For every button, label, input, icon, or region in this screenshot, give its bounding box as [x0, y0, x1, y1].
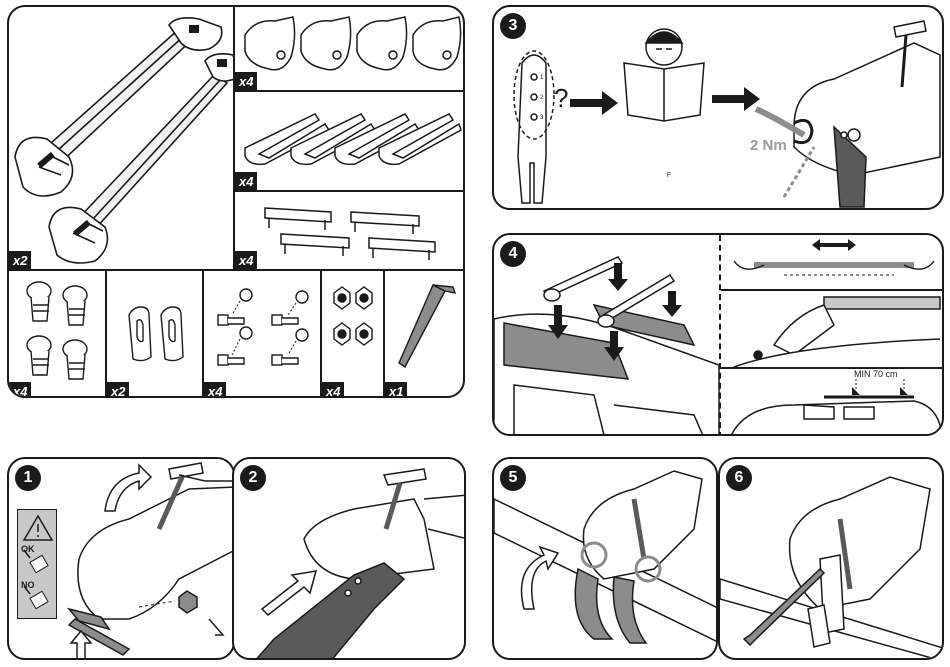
- step-2-panel: 2: [232, 457, 466, 660]
- step-1-drawing: [9, 459, 235, 660]
- qty-badge: x4: [235, 172, 257, 190]
- bolts-drawing: [9, 271, 105, 398]
- screws-cell: x4: [204, 271, 320, 398]
- step-3-drawing: ? F 123: [494, 7, 944, 210]
- covers-drawing: [107, 271, 202, 398]
- end-pads-cell: x4: [235, 7, 465, 90]
- clamps-drawing: [235, 192, 465, 269]
- roof-bars-drawing: [9, 7, 233, 269]
- qty-badge: x4: [235, 72, 257, 90]
- qty-badge: x4: [235, 251, 257, 269]
- qty-badge: x4: [204, 382, 226, 398]
- tiny-mark: F: [667, 173, 671, 179]
- nuts-drawing: [322, 271, 383, 398]
- end-pads-drawing: [235, 7, 465, 90]
- clamps-cell: x4: [235, 192, 465, 269]
- screws-drawing: [204, 271, 320, 398]
- torque-value: 2 Nm: [750, 137, 787, 154]
- covers-cell: x2: [107, 271, 202, 398]
- qty-badge: x4: [9, 382, 31, 398]
- min-distance-label: MIN 70 cm: [854, 369, 898, 379]
- question-mark: ?: [554, 83, 568, 113]
- qty-badge: x2: [107, 382, 129, 398]
- step-4-drawing: [494, 235, 944, 436]
- hex-key-drawing: [385, 271, 465, 398]
- qty-badge: x2: [9, 251, 31, 269]
- hex-key-cell: x1: [385, 271, 465, 398]
- step-1-panel: 1 OK NO: [7, 457, 235, 660]
- qty-badge: x1: [385, 382, 407, 398]
- step-5-drawing: [494, 459, 718, 660]
- straps-cell: x4: [235, 92, 465, 190]
- straps-drawing: [235, 92, 465, 190]
- step-4-panel: 4: [492, 233, 944, 436]
- nuts-cell: x4: [322, 271, 383, 398]
- step-5-panel: 5: [492, 457, 718, 660]
- qty-badge: x4: [322, 382, 344, 398]
- bolts-cell: x4: [9, 271, 105, 398]
- roof-bars-cell: x2: [9, 7, 233, 269]
- parts-panel: x2 x4 x4: [7, 5, 465, 398]
- step-6-panel: 6: [718, 457, 944, 660]
- step-6-drawing: [720, 459, 944, 660]
- step-2-drawing: [234, 459, 466, 660]
